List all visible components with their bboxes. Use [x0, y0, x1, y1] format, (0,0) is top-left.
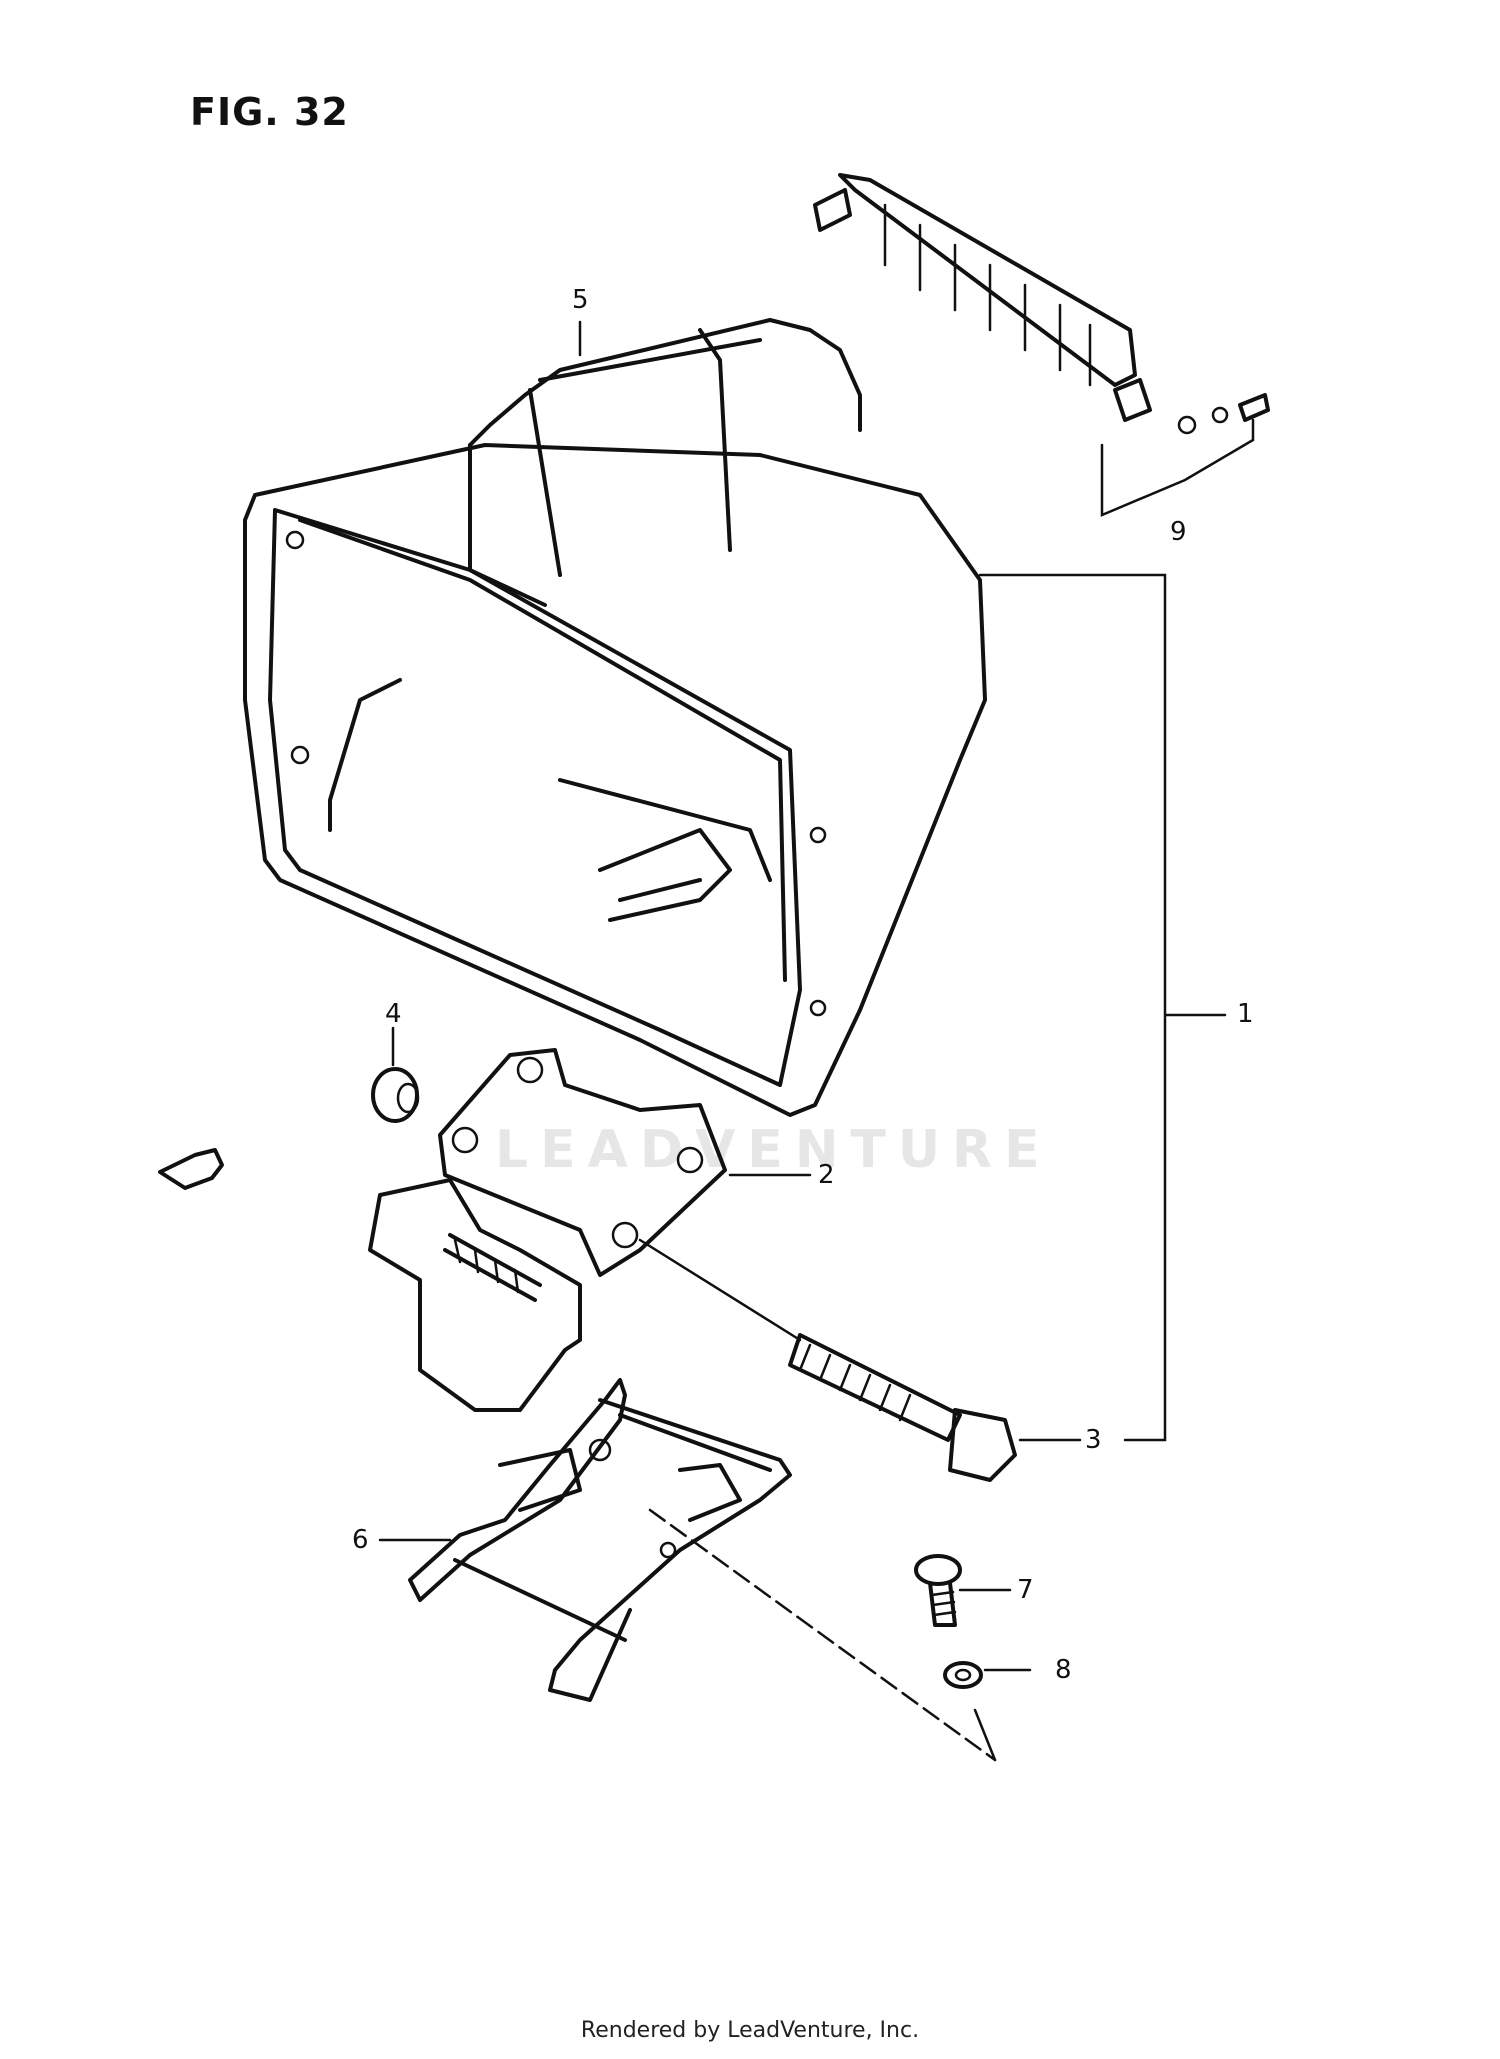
callout-7: 7 — [1017, 1575, 1034, 1605]
callout-9: 9 — [1170, 517, 1187, 547]
nut-part-4[interactable] — [371, 1067, 420, 1123]
headlight-housing-part-5[interactable] — [243, 318, 987, 1117]
callout-6: 6 — [352, 1525, 369, 1555]
watermark-text: LEADVENTURE — [495, 1120, 1052, 1180]
callout-5: 5 — [572, 285, 589, 315]
assembly-line-8 — [973, 1708, 997, 1762]
stay-part-6[interactable] — [408, 1378, 792, 1702]
bolt-part-3[interactable] — [788, 1333, 1017, 1482]
screw-part-7[interactable] — [914, 1554, 962, 1627]
bracket-part-2[interactable] — [368, 1048, 727, 1412]
callout-2: 2 — [818, 1160, 835, 1190]
assembly-line-7-8 — [648, 1508, 997, 1762]
callout-8: 8 — [1055, 1655, 1072, 1685]
callout-1: 1 — [1237, 999, 1254, 1029]
washer-part-8[interactable] — [943, 1661, 983, 1689]
leader-3-dash — [638, 1238, 802, 1342]
render-credit: Rendered by LeadVenture, Inc. — [580, 2018, 920, 2043]
callout-3: 3 — [1085, 1425, 1102, 1455]
leader-1 — [978, 573, 1227, 1442]
callout-4: 4 — [385, 999, 402, 1029]
grille-part-9[interactable] — [813, 173, 1270, 435]
leader-9 — [1100, 418, 1255, 517]
fwd-arrow-icon: FWD — [158, 1148, 224, 1190]
figure-title: FIG. 32 — [190, 90, 349, 134]
